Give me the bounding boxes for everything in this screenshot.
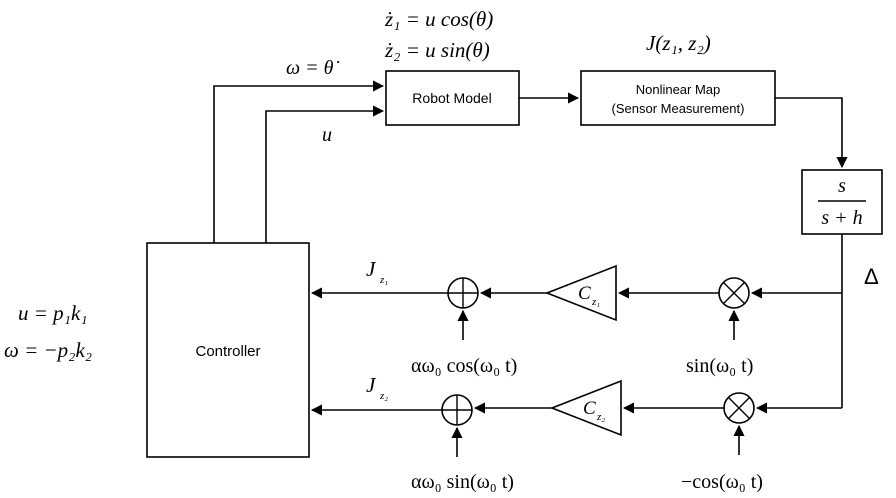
- u-signal-wire: [265, 105, 385, 243]
- robot-model-label: Robot Model: [412, 90, 491, 106]
- gain-cz1-subscript: z₁: [591, 296, 600, 308]
- gain-cz2-label: C: [583, 398, 596, 419]
- sum-junction-1: [447, 277, 479, 309]
- omega-signal-label: ω = θ̇: [286, 57, 339, 79]
- nonlinear-map-block: [580, 70, 776, 126]
- gain-cz1-label: C: [578, 283, 591, 304]
- control-law-omega: ω = −p₂k₂: [4, 338, 92, 362]
- filter-denominator: s + h: [821, 207, 862, 229]
- map-to-filter-wire: [775, 97, 848, 169]
- gradient-jz2-label: J: [366, 373, 377, 397]
- gain-cz2-subscript: z₂: [596, 411, 605, 423]
- gain-cz1-block: [544, 264, 617, 322]
- nonlinear-map-label-1: Nonlinear Map: [636, 82, 721, 97]
- dynamics-eq-1: ż₁ = u cos(θ): [384, 7, 493, 31]
- gradient-jz1-label: J: [366, 257, 377, 281]
- dynamics-eq-2: ż₂ = u sin(θ): [384, 38, 490, 62]
- demod2-label: −cos(ω₀ t): [681, 471, 763, 493]
- cost-function-label: J(z₁, z₂): [646, 31, 711, 55]
- gradient-jz1-subscript: z₁: [379, 274, 388, 286]
- highpass-filter-block: [801, 169, 883, 235]
- dither1-label: αω₀ cos(ω₀ t): [411, 355, 517, 377]
- controller-label: Controller: [195, 343, 260, 360]
- multiplier-1: [718, 277, 750, 309]
- gain-cz2-block: [549, 379, 622, 437]
- multiplier-2: [723, 392, 755, 424]
- controller-block: [146, 242, 310, 458]
- demod1-label: sin(ω₀ t): [686, 355, 753, 377]
- omega-signal-wire: [213, 80, 385, 243]
- delta-label: Δ: [864, 264, 879, 289]
- dither2-label: αω₀ sin(ω₀ t): [411, 471, 514, 493]
- control-law-u: u = p₁k₁: [18, 301, 88, 325]
- robot-model-block: [385, 70, 520, 126]
- u-signal-label: u: [322, 124, 332, 146]
- sum-junction-2: [441, 394, 473, 426]
- nonlinear-map-label-2: (Sensor Measurement): [612, 101, 745, 116]
- gradient-jz2-subscript: z₂: [379, 390, 388, 402]
- filter-numerator: s: [838, 175, 846, 197]
